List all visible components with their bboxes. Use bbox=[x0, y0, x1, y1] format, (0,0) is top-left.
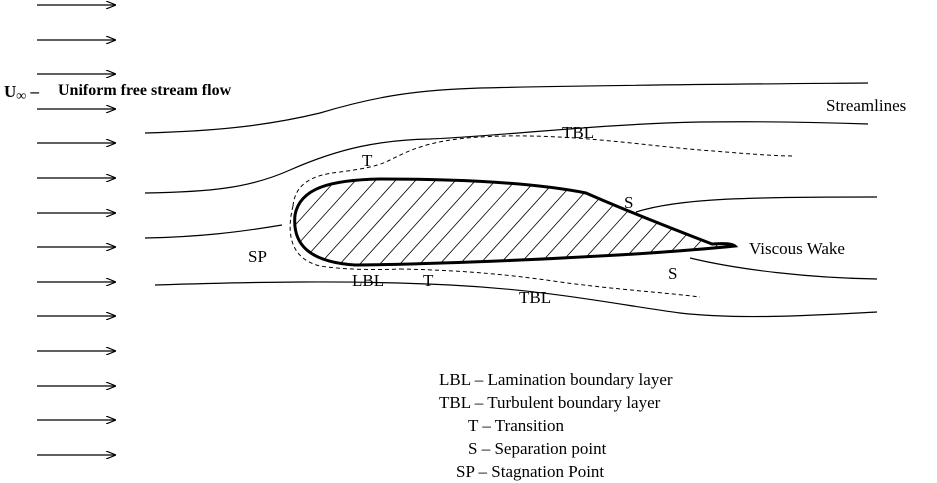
legend-row-sp: SP – Stagnation Point bbox=[456, 462, 605, 481]
streamlines bbox=[144, 82, 878, 318]
u-infinity-symbol: U∞ – bbox=[4, 83, 39, 104]
streamline-3 bbox=[144, 224, 283, 239]
separation-top-label: S bbox=[624, 193, 634, 212]
legend-row-s: S – Separation point bbox=[468, 439, 607, 458]
viscous-wake-label: Viscous Wake bbox=[749, 239, 845, 258]
hatch-line bbox=[329, 179, 426, 265]
legend-row-t: T – Transition bbox=[468, 416, 565, 435]
tbl-top-label: TBL bbox=[562, 123, 595, 142]
turbulent-boundary-layer-top bbox=[292, 135, 796, 207]
hatch-line bbox=[294, 179, 346, 265]
hatch-line bbox=[389, 179, 486, 265]
streamline-1 bbox=[144, 82, 869, 134]
hatch-line bbox=[429, 179, 526, 265]
hatch-line bbox=[449, 179, 546, 265]
separation-bottom-label: S bbox=[668, 264, 678, 283]
transition-bottom-label: T bbox=[423, 271, 434, 290]
hatch-line bbox=[409, 179, 506, 265]
streamline-lower-wake bbox=[689, 257, 878, 280]
boundary-layer-dashed bbox=[289, 135, 796, 298]
turbulent-boundary-layer-bottom bbox=[399, 268, 701, 298]
streamline-2 bbox=[144, 121, 869, 194]
u-symbol: U bbox=[4, 82, 17, 101]
hatch-line bbox=[589, 179, 686, 265]
hatch-line bbox=[689, 179, 735, 265]
legend: LBL – Lamination boundary layer TBL – Tu… bbox=[420, 368, 720, 483]
hatch-line bbox=[569, 179, 666, 265]
hatch-line bbox=[729, 179, 735, 265]
legend-row-tbl: TBL – Turbulent boundary layer bbox=[439, 393, 661, 412]
transition-top-label: T bbox=[362, 151, 373, 170]
free-stream-arrows bbox=[37, 5, 115, 455]
hatch-line bbox=[709, 179, 735, 265]
laminar-boundary-layer-left bbox=[289, 205, 401, 271]
lbl-label: LBL bbox=[352, 271, 385, 290]
legend-row-lbl: LBL – Lamination boundary layer bbox=[439, 370, 673, 389]
stagnation-point-label: SP bbox=[248, 247, 267, 266]
infinity-subscript: ∞ bbox=[16, 89, 27, 104]
streamlines-label: Streamlines bbox=[826, 96, 907, 115]
hatch-line bbox=[669, 179, 735, 265]
hatch-line bbox=[750, 170, 845, 275]
hatch-line bbox=[770, 170, 865, 275]
hatch-line bbox=[349, 179, 446, 265]
hatch-line bbox=[629, 179, 726, 265]
tbl-bottom-label: TBL bbox=[519, 288, 552, 307]
streamline-upper-wake bbox=[635, 196, 878, 213]
hatch-line bbox=[294, 179, 366, 265]
free-stream-description: Uniform free stream flow bbox=[58, 82, 232, 99]
hatch-line bbox=[309, 179, 406, 265]
streamline-4 bbox=[154, 281, 878, 318]
flow-dash: – bbox=[30, 82, 40, 101]
airfoil-hatching bbox=[294, 170, 885, 275]
hatch-line bbox=[369, 179, 466, 265]
hatch-line bbox=[790, 170, 885, 275]
airfoil-outline bbox=[293, 177, 739, 267]
